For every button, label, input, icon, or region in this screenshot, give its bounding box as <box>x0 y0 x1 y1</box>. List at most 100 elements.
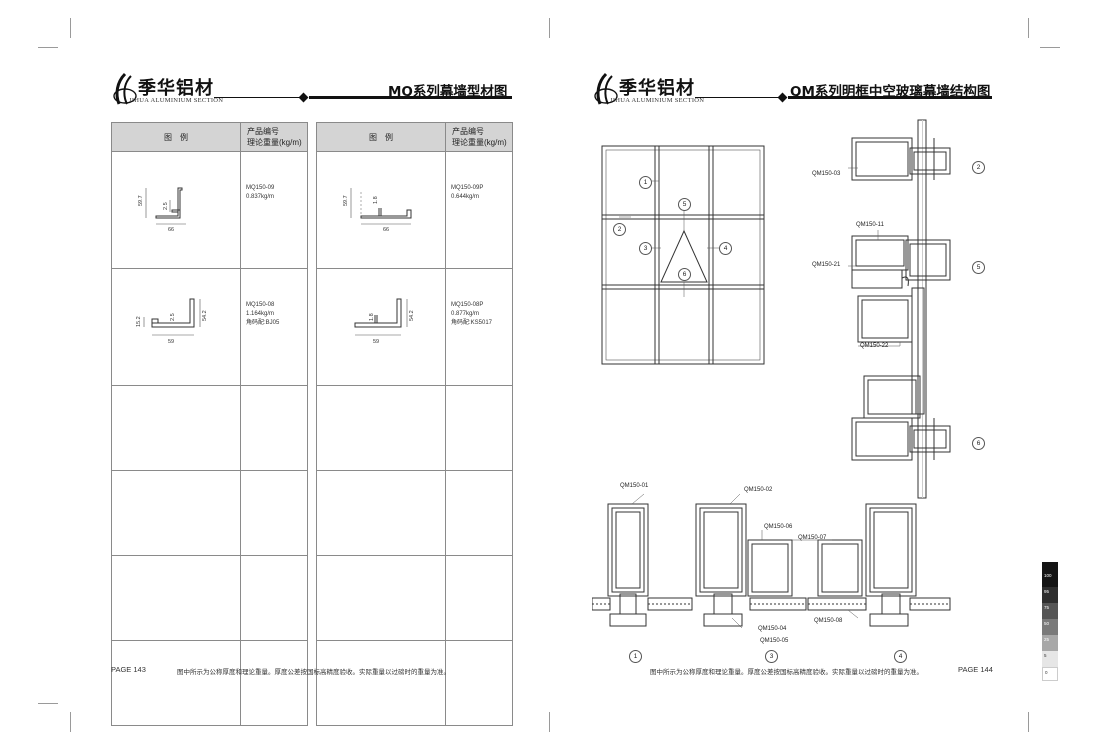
color-bar-swatch: 5 <box>1042 651 1058 667</box>
table-row <box>111 470 308 556</box>
dim-label: 1.8 <box>373 196 379 204</box>
crop-mark <box>38 703 58 704</box>
color-bar-swatch: 0 <box>1042 667 1058 681</box>
profile-table-right: 图 例 产品编号 理论重量(kg/m) 59.7 1.8 66 MQ150-09… <box>316 122 513 726</box>
callout-marker: 5 <box>678 198 691 211</box>
header-rule-thin <box>695 97 780 98</box>
table-row <box>316 640 513 726</box>
header-diamond <box>298 92 309 103</box>
brand-name: 季华铝材 <box>619 78 695 99</box>
part-label: QM150-02 <box>744 487 773 493</box>
profile-mq150-08p-drawing: 1.8 54.2 59 <box>354 298 415 345</box>
part-label: QM150-07 <box>798 535 827 541</box>
brand-logo-icon <box>592 72 620 106</box>
callout-marker: 1 <box>639 176 652 189</box>
vertical-section-drawing <box>838 118 958 500</box>
header-info: 产品编号 理论重量(kg/m) <box>240 122 308 152</box>
dim-label: 54.2 <box>409 310 415 321</box>
dim-label: 54.2 <box>202 310 208 321</box>
profile-code: MQ150-09P <box>451 185 484 191</box>
profile-drawing: 59.7 2.5 66 <box>111 151 241 269</box>
profile-weight: 1.164kg/m <box>246 311 275 317</box>
dim-label: 2.5 <box>163 202 169 210</box>
table-row <box>316 470 513 556</box>
header-diamond <box>777 92 788 103</box>
profile-info: MQ150-08P 0.877kg/m 角码配:KS5017 <box>445 268 513 386</box>
callout-marker: 3 <box>765 650 778 663</box>
footer-note-left: 图中所示为公称厚度和理论重量。厚度公差按国标高精度验收。实际重量以过磅时的重量为… <box>177 669 450 676</box>
table-row: 59.7 1.8 66 MQ150-09P 0.644kg/m <box>316 151 513 269</box>
dim-label: 66 <box>168 227 174 233</box>
profile-table-left: 图 例 产品编号 理论重量(kg/m) 59.7 2.5 66 MQ150-09… <box>111 122 308 726</box>
dim-label: 59 <box>168 339 174 345</box>
profile-mq150-09p-drawing: 59.7 1.8 66 <box>343 188 412 233</box>
profile-info: MQ150-09 0.837kg/m <box>240 151 308 269</box>
callout-marker: 4 <box>894 650 907 663</box>
crop-mark <box>1040 47 1060 48</box>
table-row <box>316 555 513 641</box>
dim-label: 59.7 <box>138 195 144 206</box>
profile-extra: 角码配:KS5017 <box>451 320 493 326</box>
crop-mark <box>549 712 550 732</box>
color-bar-swatch: 95 <box>1042 587 1058 603</box>
header-rule-thick <box>309 96 512 99</box>
callout-marker: 1 <box>629 650 642 663</box>
horizontal-section-drawing <box>591 490 952 640</box>
color-bar-swatch: 100 <box>1042 571 1058 587</box>
page-number-right: PAGE 144 <box>958 665 993 674</box>
brand-name: 季华铝材 <box>138 78 214 99</box>
header-info: 产品编号 理论重量(kg/m) <box>445 122 513 152</box>
table-row <box>111 385 308 471</box>
callout-marker: 2 <box>972 161 985 174</box>
profile-code: MQ150-08P <box>451 302 484 308</box>
color-bar-swatch <box>1042 562 1058 571</box>
part-label: QM150-22 <box>860 343 889 349</box>
dim-label: 1.8 <box>369 313 375 321</box>
dim-label: 66 <box>383 227 389 233</box>
header-legend: 图 例 <box>111 122 241 152</box>
page-number-left: PAGE 143 <box>111 665 146 674</box>
footer-note-right: 图中所示为公称厚度和理论重量。厚度公差按国标高精度验收。实际重量以过磅时的重量为… <box>650 669 923 676</box>
part-label: QM150-01 <box>620 483 649 489</box>
profile-code: MQ150-09 <box>246 185 275 191</box>
crop-mark <box>1028 18 1029 38</box>
table-row <box>316 385 513 471</box>
callout-marker: 6 <box>972 437 985 450</box>
part-label: QM150-21 <box>812 262 841 268</box>
crop-mark <box>70 18 71 38</box>
callout-marker: 4 <box>719 242 732 255</box>
table-header-row: 图 例 产品编号 理论重量(kg/m) <box>316 122 513 152</box>
dim-label: 59 <box>373 339 379 345</box>
profile-weight: 0.837kg/m <box>246 194 275 200</box>
table-row: 1.8 54.2 59 MQ150-08P 0.877kg/m 角码配:KS50… <box>316 268 513 386</box>
dim-label: 59.7 <box>343 195 349 206</box>
profile-weight: 0.644kg/m <box>451 194 480 200</box>
header-info-line1: 产品编号 <box>452 127 484 136</box>
brand-subtitle: JIHUA ALUMINIUM SECTION <box>129 97 224 104</box>
callout-marker: 5 <box>972 261 985 274</box>
page-title-left: MQ系列幕墙型材图 <box>388 84 508 100</box>
dim-label: 2.5 <box>170 313 176 321</box>
header-rule-thick <box>788 96 992 99</box>
profile-drawing: 59.7 1.8 66 <box>316 151 446 269</box>
part-label: QM150-05 <box>760 638 789 644</box>
table-header-row: 图 例 产品编号 理论重量(kg/m) <box>111 122 308 152</box>
crop-mark <box>1028 712 1029 732</box>
table-row <box>111 555 308 641</box>
page-title-right: QM系列明框中空玻璃幕墙结构图 <box>790 84 991 100</box>
table-row: 15.2 2.5 54.2 59 MQ150-08 1.164kg/m 角码配:… <box>111 268 308 386</box>
profile-mq150-08-drawing: 15.2 2.5 54.2 59 <box>136 298 208 345</box>
callout-marker: 6 <box>678 268 691 281</box>
profile-extra: 角码配:BJ05 <box>246 320 280 326</box>
profile-weight: 0.877kg/m <box>451 311 480 317</box>
profile-mq150-09-drawing: 59.7 2.5 66 <box>138 187 186 233</box>
crop-mark <box>38 47 58 48</box>
header-info-line2: 理论重量(kg/m) <box>452 138 507 147</box>
part-label: QM150-11 <box>856 222 884 228</box>
color-bar-swatch: 25 <box>1042 635 1058 651</box>
color-bar-swatch: 75 <box>1042 603 1058 619</box>
dim-label: 15.2 <box>136 316 142 327</box>
part-label: QM150-06 <box>764 524 793 530</box>
table-row: 59.7 2.5 66 MQ150-09 0.837kg/m <box>111 151 308 269</box>
brand-subtitle: JIHUA ALUMINIUM SECTION <box>610 97 705 104</box>
